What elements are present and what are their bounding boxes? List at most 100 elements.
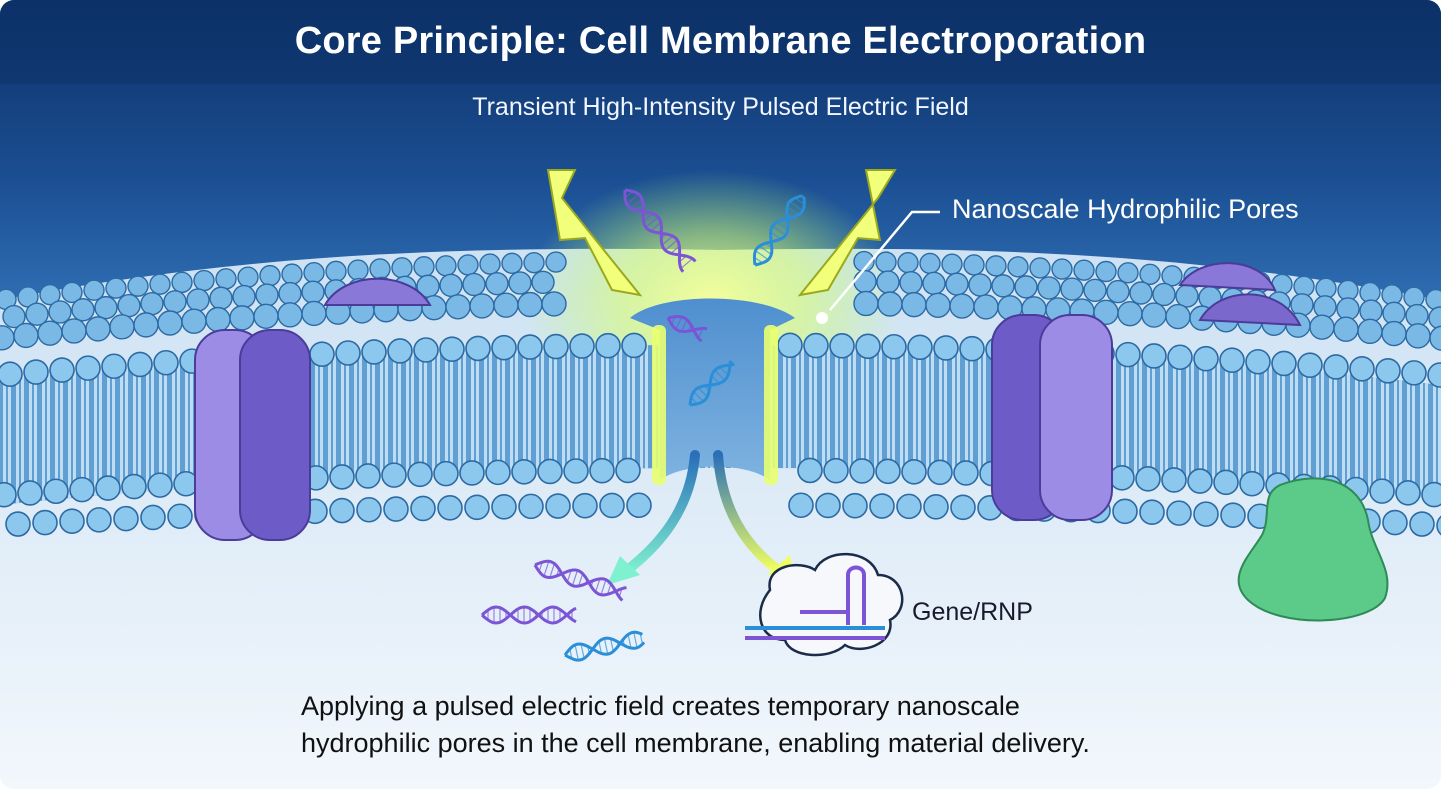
lipid-head bbox=[945, 272, 969, 296]
lipid-head bbox=[855, 333, 881, 360]
lipid-head bbox=[1095, 260, 1117, 283]
lipid-head bbox=[797, 457, 823, 484]
lipid-head bbox=[545, 493, 571, 519]
lipid-head bbox=[237, 266, 259, 288]
lipid-head bbox=[599, 492, 625, 519]
lipid-head bbox=[439, 336, 465, 362]
pore-pointer-line bbox=[829, 210, 940, 311]
lipid-head bbox=[278, 281, 302, 306]
lipid-head bbox=[569, 333, 595, 359]
lipid-head bbox=[1213, 469, 1239, 496]
lipid-head bbox=[1333, 316, 1359, 342]
lipid-head bbox=[140, 291, 164, 316]
lipid-head bbox=[149, 273, 171, 295]
lipid-head bbox=[37, 320, 63, 346]
caption-line-2: hydrophilic pores in the cell membrane, … bbox=[301, 728, 1090, 758]
lipid-head bbox=[193, 269, 215, 292]
lipid-head bbox=[941, 253, 963, 275]
lipid-head bbox=[469, 293, 495, 319]
lipid-head bbox=[933, 335, 959, 361]
dna-helix-icon bbox=[623, 188, 697, 273]
lipid-head bbox=[433, 460, 459, 487]
lipid-head bbox=[869, 493, 895, 519]
lipid-head bbox=[413, 337, 439, 363]
lipid-head bbox=[1245, 348, 1271, 375]
dna-helix-icon bbox=[533, 559, 627, 602]
lipid-head bbox=[325, 260, 347, 283]
subtitle: Transient High-Intensity Pulsed Electric… bbox=[472, 93, 969, 121]
lipid-head bbox=[17, 480, 43, 506]
lipid-head bbox=[1139, 499, 1165, 526]
lipid-head bbox=[83, 279, 105, 301]
lipid-head bbox=[1166, 500, 1192, 526]
dna-helix-icon bbox=[752, 194, 806, 267]
lipid-head bbox=[1167, 344, 1193, 371]
lipid-head bbox=[1349, 356, 1375, 382]
lipid-head bbox=[61, 281, 83, 304]
lipid-head bbox=[1060, 277, 1084, 301]
lipid-head bbox=[459, 460, 485, 486]
lipid-head bbox=[301, 300, 327, 327]
lipid-head bbox=[949, 293, 975, 319]
lipid-head bbox=[1117, 262, 1139, 284]
dna-helix-icon bbox=[666, 314, 708, 343]
lipid-head bbox=[953, 460, 979, 486]
lipid-head bbox=[517, 291, 543, 318]
lipid-head bbox=[543, 333, 569, 360]
lipid-head bbox=[301, 280, 325, 304]
lipid-head bbox=[491, 334, 517, 361]
lipid-head bbox=[361, 339, 387, 365]
lipid-head bbox=[75, 355, 101, 381]
lipid-head bbox=[968, 273, 992, 297]
lipid-head bbox=[171, 271, 193, 294]
lipid-head bbox=[1051, 258, 1073, 280]
lipid-head bbox=[85, 316, 111, 342]
lipid-head bbox=[531, 270, 555, 294]
lipid-head bbox=[281, 263, 303, 285]
lightning-bolt-icon bbox=[546, 169, 643, 297]
lipid-head bbox=[259, 264, 281, 287]
lipid-head bbox=[615, 457, 641, 484]
lipid-head bbox=[163, 290, 187, 314]
lipid-head bbox=[877, 291, 903, 317]
lipid-head bbox=[589, 457, 615, 484]
lipid-head bbox=[1297, 352, 1323, 378]
lipid-head bbox=[1161, 265, 1183, 287]
lipid-head bbox=[391, 257, 413, 279]
lipid-head bbox=[157, 310, 183, 336]
lipid-head bbox=[1165, 303, 1191, 330]
rnp-complex-icon bbox=[745, 552, 904, 657]
lipid-head bbox=[1239, 470, 1265, 497]
lipid-head bbox=[181, 308, 207, 334]
lipid-head bbox=[853, 290, 879, 317]
lipid-head bbox=[963, 254, 985, 276]
lipid-head bbox=[919, 252, 941, 275]
lipid-head bbox=[1187, 468, 1213, 494]
lipid-head bbox=[71, 298, 95, 322]
lipid-head bbox=[1175, 284, 1199, 308]
lipid-head bbox=[1014, 275, 1038, 299]
arrowhead-left bbox=[607, 556, 640, 585]
delivery-arrow-left bbox=[620, 450, 700, 577]
lipid-head bbox=[899, 270, 923, 295]
lipid-head bbox=[1395, 480, 1421, 506]
caption-line-1: Applying a pulsed electric field creates… bbox=[301, 691, 1020, 721]
lipid-head bbox=[43, 478, 69, 505]
lipid-head bbox=[901, 459, 927, 485]
lipid-head bbox=[13, 322, 39, 349]
lipid-head bbox=[1083, 278, 1107, 303]
lipid-head bbox=[881, 333, 907, 360]
lipid-head bbox=[537, 458, 563, 485]
lipid-head bbox=[329, 497, 355, 524]
lipid-head bbox=[25, 302, 49, 326]
lipid-head bbox=[232, 284, 256, 309]
lipid-head bbox=[105, 277, 127, 299]
lipid-head bbox=[205, 306, 231, 333]
lipid-head bbox=[121, 473, 147, 500]
lipid-head bbox=[109, 314, 135, 340]
lipid-head bbox=[927, 459, 953, 486]
lipid-head bbox=[777, 332, 803, 359]
lipid-head bbox=[167, 503, 193, 530]
lipid-head bbox=[491, 493, 517, 520]
